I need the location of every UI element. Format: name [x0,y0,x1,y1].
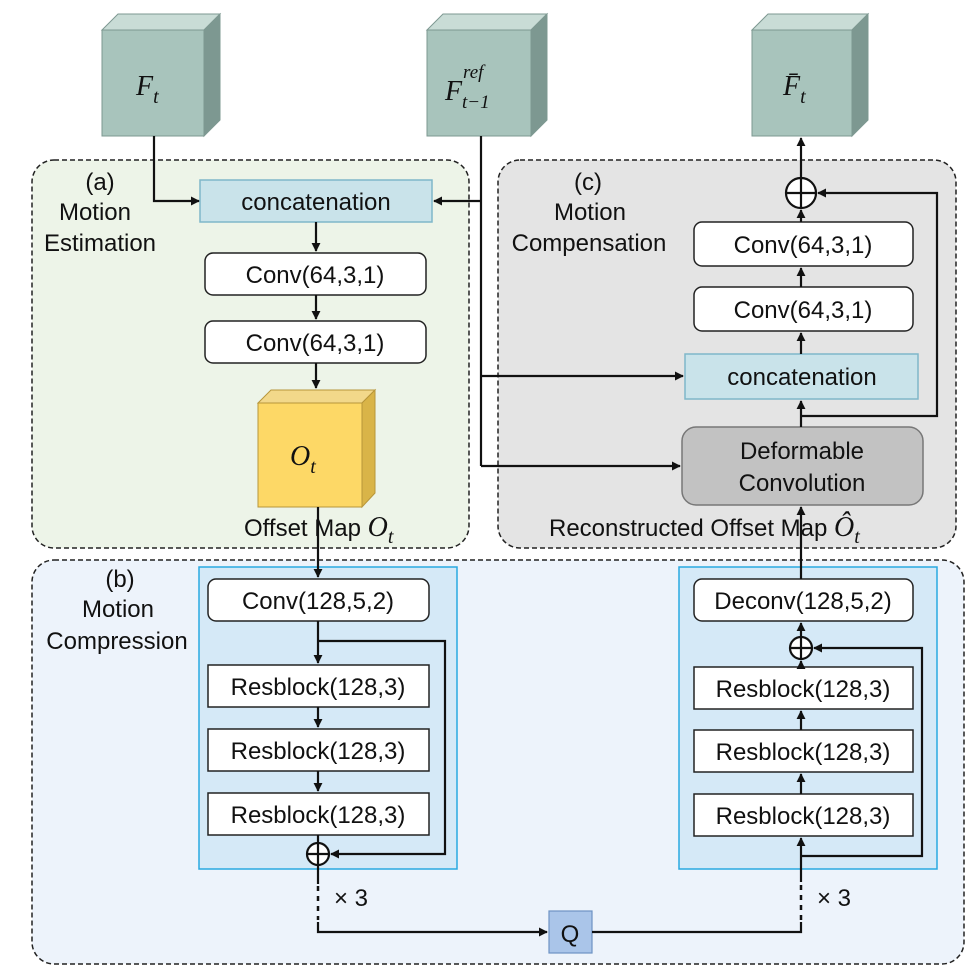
compensation-conv-mid-label: Conv(64,3,1) [734,297,873,324]
svg-text:F̄t: F̄t [782,71,806,108]
deformable-line1: Deformable [740,438,864,465]
estimation-concat-box [199,179,433,223]
ref-superscript: ref [463,62,486,83]
encoder-res2-box [207,728,430,772]
offset-map-cube: Ot [256,388,377,509]
section-c-line1: Motion [554,199,626,226]
deformable-conv-box [681,426,924,506]
compensation-conv-top-box [693,221,914,267]
offset-map-label: Offset Map Ot [244,512,394,548]
section-a-line1: Motion [59,199,131,226]
encoder-res1-label: Resblock(128,3) [231,674,406,701]
decoder-res1-label: Resblock(128,3) [716,676,891,703]
encoder-res3-box [207,792,430,836]
encoder-conv-label: Conv(128,5,2) [242,588,394,615]
compensation-conv-top-label: Conv(64,3,1) [734,232,873,259]
decoder-res2-box [693,729,914,773]
section-c-line2: Compensation [512,230,667,257]
ref-symbol: F [444,76,463,107]
estimation-conv2-label: Conv(64,3,1) [246,330,385,357]
estimation-concat-label: concatenation [241,189,390,216]
decoder-deconv-box [693,578,914,622]
section-c-tag: (c) [574,169,602,196]
edge-enc-skip [318,639,447,859]
edge-enc-to-q [316,922,548,937]
decoder-res3-box [693,793,914,837]
edge-ft-concat [152,136,200,206]
connectors [152,136,939,937]
deformable-line2: Convolution [739,470,866,497]
encoder-repeat-label: × 3 [334,885,368,912]
encoder-res3-label: Resblock(128,3) [231,802,406,829]
output-symbol: F̄ [782,71,801,102]
offset-subscript: t [310,456,316,478]
compensation-concat-label: concatenation [727,364,876,391]
svg-text:Ot: Ot [290,441,316,478]
cube-ft: Ft [100,12,222,138]
ft-subscript: t [153,86,159,108]
section-b-line2: Compression [46,628,187,655]
decoder-res2-label: Resblock(128,3) [716,739,891,766]
quantizer-label: Q [561,921,580,948]
section-b-tag: (b) [105,566,134,593]
decoder-repeat-label: × 3 [817,885,851,912]
compensation-concat-box [684,353,919,400]
reconstructed-offset-label: Reconstructed Offset Map Ôt [549,512,860,548]
ft-symbol: F [135,71,154,102]
section-a-tag: (a) [85,169,114,196]
edge-dec-skip [801,643,924,858]
encoder-res2-label: Resblock(128,3) [231,738,406,765]
ref-subscript: t−1 [462,92,490,113]
cube-output: F̄t [750,12,870,138]
encoder-res1-box [207,664,430,708]
quantizer-box [548,910,593,954]
edge-q-to-dec [592,922,803,934]
section-a-line2: Estimation [44,230,156,257]
offset-symbol: O [290,441,310,472]
estimation-conv1-label: Conv(64,3,1) [246,262,385,289]
cube-ref: F ref t−1 [425,12,549,138]
compensation-conv-mid-box [693,286,914,332]
svg-text:Ft: Ft [135,71,159,108]
output-subscript: t [800,86,806,108]
decoder-deconv-label: Deconv(128,5,2) [714,588,891,615]
edge-comp-skip [801,188,939,418]
decoder-res3-label: Resblock(128,3) [716,803,891,830]
section-b-line1: Motion [82,596,154,623]
